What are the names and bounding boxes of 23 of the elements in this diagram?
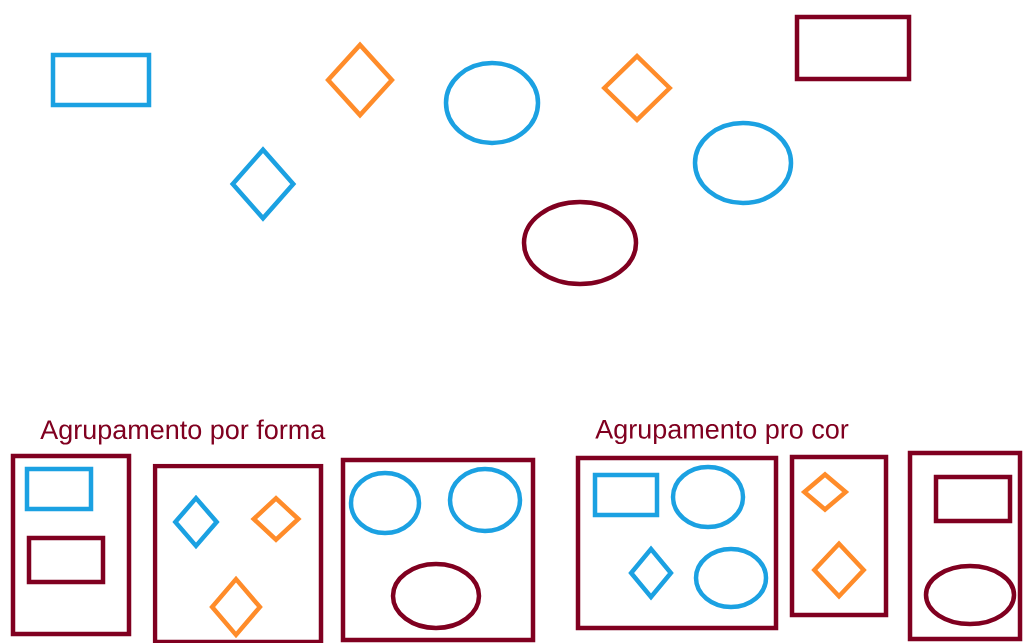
rectangle-shape <box>50 52 152 108</box>
group-box <box>10 453 132 637</box>
rectangle-shape <box>26 535 106 585</box>
group-box <box>340 457 536 643</box>
ellipse-shape <box>447 466 523 534</box>
ellipse-shape <box>443 60 541 146</box>
ellipse-shape <box>692 120 794 206</box>
group-title: Agrupamento pro cor <box>595 419 849 445</box>
group-box <box>575 455 779 631</box>
rectangle-shape <box>933 474 1013 524</box>
ellipse-shape <box>693 546 769 610</box>
ellipse-shape <box>521 199 639 287</box>
group-box <box>907 450 1023 642</box>
ellipse-shape <box>923 563 1017 627</box>
rectangle-shape <box>592 472 660 518</box>
group-box <box>152 463 324 643</box>
group-title: Agrupamento por forma <box>40 419 326 445</box>
rectangle-shape <box>24 466 94 512</box>
rectangle-shape <box>794 14 912 82</box>
ellipse-shape <box>670 464 746 530</box>
ellipse-shape <box>390 561 482 631</box>
group-box <box>789 454 889 618</box>
ellipse-shape <box>348 470 422 536</box>
